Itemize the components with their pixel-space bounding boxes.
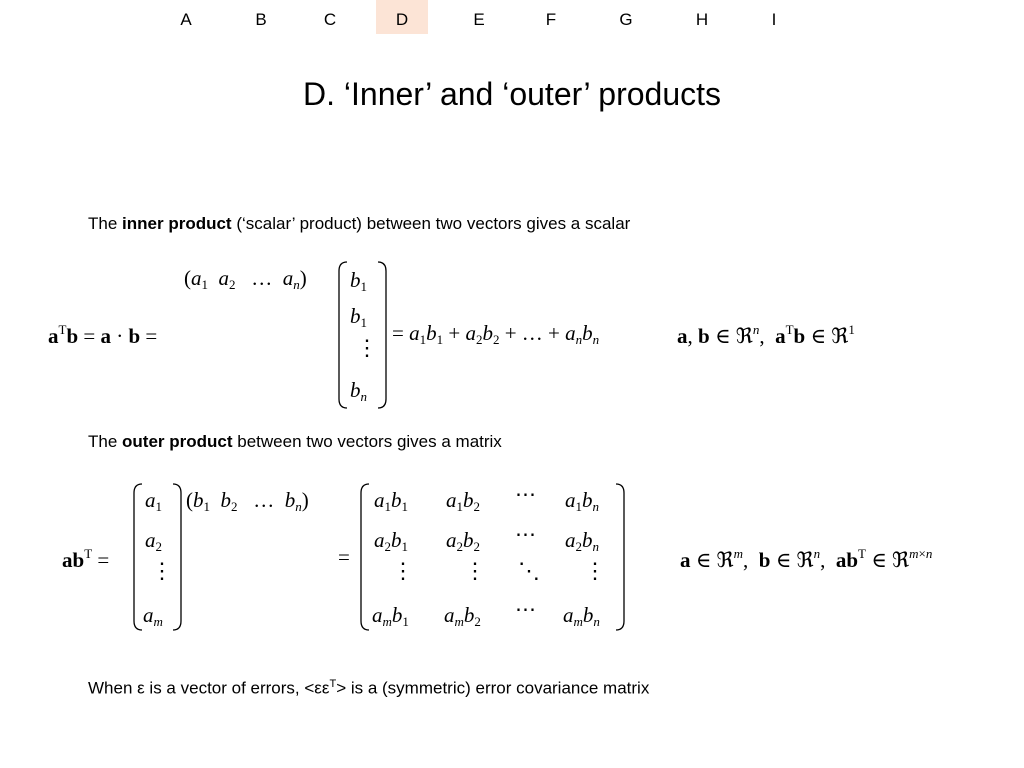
- column-b-entry-1: b1: [350, 268, 367, 294]
- matrix-cell: a1b1: [374, 488, 408, 514]
- outer-product-term: outer product: [122, 432, 233, 451]
- outer-text-after: between two vectors gives a matrix: [232, 432, 502, 451]
- matrix-cell: a2b1: [374, 528, 408, 554]
- row-vector-a: (a1 a2 … an): [184, 266, 307, 292]
- matrix-vdots: ⋮: [584, 558, 606, 583]
- inner-text-before: The: [88, 214, 123, 233]
- inner-lhs: aTb = a · b =: [48, 322, 158, 348]
- nav-item-b[interactable]: B: [255, 10, 267, 29]
- column-b-left-bracket: [338, 261, 348, 409]
- inner-domain: a, b ∈ ℜn, aTb ∈ ℜ1: [677, 322, 855, 348]
- inner-product-term: inner product: [122, 214, 232, 233]
- outer-product-description: The outer product between two vectors gi…: [88, 432, 502, 452]
- column-a-entry-2: a2: [145, 528, 162, 554]
- nav-item-i[interactable]: I: [771, 10, 777, 29]
- matrix-vdots: ⋮: [464, 558, 486, 583]
- column-a-left-bracket: [133, 483, 143, 631]
- inner-product-description: The inner product (‘scalar’ product) bet…: [88, 214, 630, 234]
- column-a-entry-1: a1: [145, 488, 162, 514]
- inner-text-after: (‘scalar’ product) between two vectors g…: [231, 214, 631, 233]
- column-a-vdots: ⋮: [151, 558, 173, 583]
- nav-item-e[interactable]: E: [473, 10, 485, 29]
- outer-lhs: abT =: [62, 546, 110, 572]
- column-b-entry-2: b1: [350, 304, 367, 330]
- column-b-entry-n: bn: [350, 378, 367, 404]
- inner-sum: = a1b1 + a2b2 + … + anbn: [392, 321, 600, 347]
- matrix-vdots: ⋮: [392, 558, 414, 583]
- nav-item-g[interactable]: G: [619, 10, 633, 29]
- top-navigation: A B C D E F G H I: [0, 0, 1024, 34]
- matrix-cdots: ⋯: [515, 522, 536, 546]
- matrix-right-bracket: [615, 483, 625, 631]
- nav-item-a[interactable]: A: [180, 10, 192, 29]
- row-vector-b: (b1 b2 … bn): [186, 488, 309, 514]
- covariance-transpose-sup: T: [329, 678, 337, 690]
- nav-item-d[interactable]: D: [376, 0, 428, 34]
- matrix-cell: ambn: [563, 603, 600, 629]
- matrix-ddots: ⋱: [518, 558, 540, 583]
- covariance-text-before: When ε is a vector of errors, <εε: [88, 678, 330, 698]
- outer-domain: a ∈ ℜm, b ∈ ℜn, abT ∈ ℜm×n: [680, 546, 933, 572]
- column-a-entry-m: am: [143, 603, 163, 629]
- column-b-vdots: ⋮: [356, 335, 378, 360]
- column-b-right-bracket: [377, 261, 387, 409]
- column-a-right-bracket: [172, 483, 182, 631]
- nav-item-c[interactable]: C: [323, 10, 337, 29]
- nav-item-h[interactable]: H: [695, 10, 709, 29]
- covariance-note: When ε is a vector of errors, <εεT> is a…: [88, 678, 649, 699]
- covariance-text-after: > is a (symmetric) error covariance matr…: [336, 678, 650, 698]
- matrix-left-bracket: [360, 483, 370, 631]
- matrix-cdots: ⋯: [515, 482, 536, 506]
- matrix-cdots: ⋯: [515, 597, 536, 621]
- outer-equals: =: [338, 545, 350, 569]
- matrix-cell: a2b2: [446, 528, 480, 554]
- matrix-cell: a1bn: [565, 488, 599, 514]
- outer-text-before: The: [88, 432, 123, 451]
- matrix-cell: amb1: [372, 603, 409, 629]
- matrix-cell: a2bn: [565, 528, 599, 554]
- nav-item-f[interactable]: F: [545, 10, 557, 29]
- page-title: D. ‘Inner’ and ‘outer’ products: [303, 76, 721, 112]
- matrix-cell: amb2: [444, 603, 481, 629]
- matrix-cell: a1b2: [446, 488, 480, 514]
